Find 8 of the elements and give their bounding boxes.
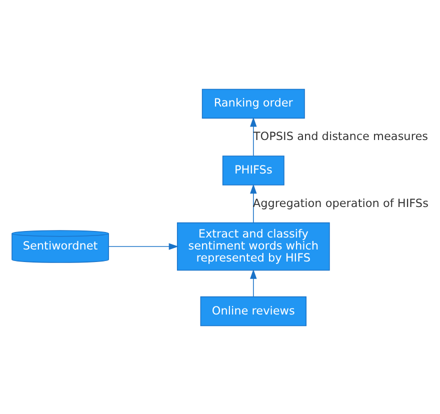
- arrow: [108, 242, 179, 250]
- node-box: PHIFSs: [222, 155, 284, 185]
- arrow: [250, 268, 257, 297]
- node-box: Extract and classify sentiment words which represented by HIFS: [176, 222, 330, 270]
- arrow: [250, 116, 257, 156]
- arrow: [250, 183, 257, 223]
- node-box: Online reviews: [200, 296, 306, 326]
- node-box: Ranking order: [202, 88, 305, 118]
